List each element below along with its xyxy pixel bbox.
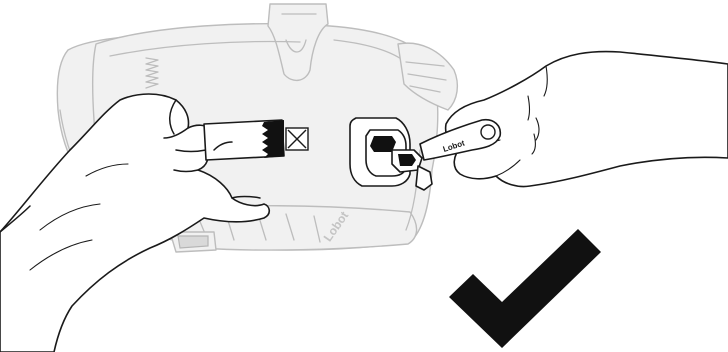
strap-tab xyxy=(204,120,284,160)
release-icon xyxy=(286,128,308,150)
checkmark-icon xyxy=(449,229,601,348)
